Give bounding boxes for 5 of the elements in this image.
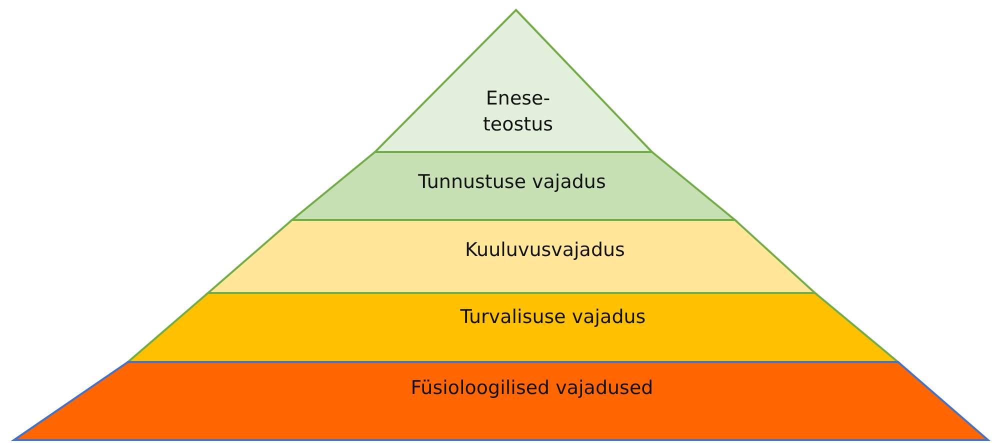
tier-label: Tunnustuse vajadus: [417, 170, 607, 196]
tier-label: Füsioloogilised vajadused: [410, 376, 654, 402]
tier-label: Enese- teostus: [482, 86, 554, 137]
tier-label: Turvalisuse vajadus: [459, 305, 647, 330]
tier-label: Kuuluvusvajadus: [464, 238, 626, 264]
